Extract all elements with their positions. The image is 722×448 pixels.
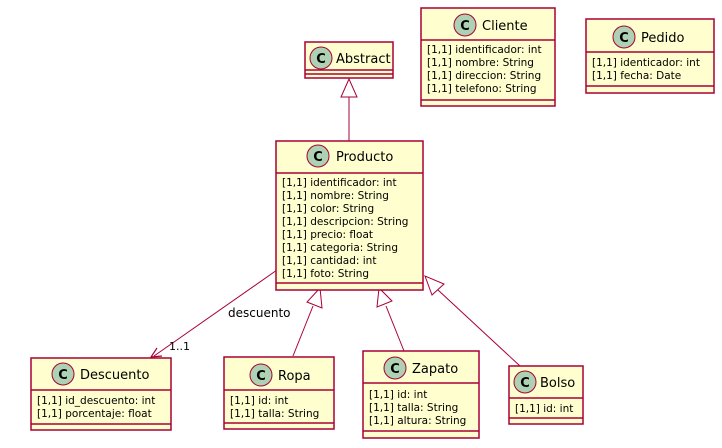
class-zapato[interactable]: C Zapato [1,1] id: int [1,1] talla: Stri…: [362, 350, 480, 439]
class-stereotype-letter: C: [460, 19, 470, 34]
class-attribute: [1,1] precio: float: [282, 229, 373, 241]
class-stereotype-letter: C: [390, 362, 400, 377]
class-producto[interactable]: C Producto [1,1] identificador: int [1,1…: [275, 140, 424, 291]
class-stereotype-letter: C: [520, 376, 530, 391]
class-stereotype-icon: [383, 356, 407, 380]
class-stereotype-letter: C: [619, 31, 629, 46]
class-attribute: [1,1] id_descuento: int: [37, 395, 155, 407]
edge-producto-to-descuento: [149, 269, 278, 358]
class-name: Abstract: [336, 52, 391, 67]
class-stereotype-icon: [309, 46, 333, 70]
class-bolso[interactable]: C Bolso [1,1] id: int: [508, 365, 584, 425]
class-attribute: [1,1] id: int: [230, 395, 288, 407]
class-stereotype-letter: C: [58, 368, 68, 383]
class-attribute: [1,1] talla: String: [230, 408, 319, 420]
class-attribute: [1,1] foto: String: [282, 268, 369, 280]
class-name: Descuento: [80, 368, 150, 383]
class-descuento[interactable]: C Descuento [1,1] id_descuento: int [1,1…: [30, 357, 172, 431]
class-name: Zapato: [412, 362, 458, 377]
class-attribute: [1,1] color: String: [282, 203, 374, 215]
class-attribute: [1,1] nombre: String: [282, 190, 389, 202]
class-pedido[interactable]: C Pedido [1,1] identicador: int [1,1] fe…: [585, 18, 715, 94]
class-attribute: [1,1] categoria: String: [282, 242, 398, 254]
class-cliente[interactable]: C Cliente [1,1] identificador: int [1,1]…: [420, 7, 556, 107]
edge-bolso-extends-producto: [424, 275, 521, 367]
class-attribute: [1,1] direccion: String: [427, 70, 541, 82]
class-attribute: [1,1] talla: String: [369, 402, 458, 414]
class-abstract[interactable]: C Abstract: [304, 41, 394, 79]
association-label: descuento: [228, 306, 291, 320]
class-stereotype-icon: [453, 13, 477, 37]
edge-producto-extends-abstract: [340, 77, 358, 142]
edge-zapato-extends-producto: [376, 286, 405, 352]
class-stereotype-letter: C: [316, 52, 326, 67]
class-attribute: [1,1] identificador: int: [282, 177, 397, 189]
edge-ropa-extends-producto: [292, 286, 323, 357]
class-stereotype-icon: [306, 144, 330, 168]
class-name: Bolso: [540, 376, 575, 391]
class-ropa[interactable]: C Ropa [1,1] id: int [1,1] talla: String: [223, 356, 335, 430]
class-attribute: [1,1] fecha: Date: [592, 70, 681, 82]
class-attribute: [1,1] porcentaje: float: [37, 408, 152, 420]
class-stereotype-icon: [612, 25, 636, 49]
multiplicity-label: 1..1: [169, 340, 190, 353]
class-attribute: [1,1] altura: String: [369, 415, 466, 427]
class-stereotype-icon: [51, 362, 75, 386]
class-attribute: [1,1] identicador: int: [592, 57, 700, 69]
class-attribute: [1,1] identificador: int: [427, 44, 542, 56]
class-attribute: [1,1] id: int: [515, 403, 573, 415]
class-name: Pedido: [641, 31, 684, 46]
class-name: Ropa: [278, 369, 311, 384]
class-attribute: [1,1] cantidad: int: [282, 255, 376, 267]
class-stereotype-icon: [513, 370, 537, 394]
class-name: Cliente: [482, 19, 528, 34]
class-attribute: [1,1] telefono: String: [427, 83, 537, 95]
class-stereotype-letter: C: [256, 369, 266, 384]
class-attribute: [1,1] id: int: [369, 389, 427, 401]
class-name: Producto: [336, 150, 393, 165]
class-attribute: [1,1] descripcion: String: [282, 216, 408, 228]
class-stereotype-icon: [249, 363, 273, 387]
class-attribute: [1,1] nombre: String: [427, 57, 534, 69]
class-stereotype-letter: C: [313, 150, 323, 165]
